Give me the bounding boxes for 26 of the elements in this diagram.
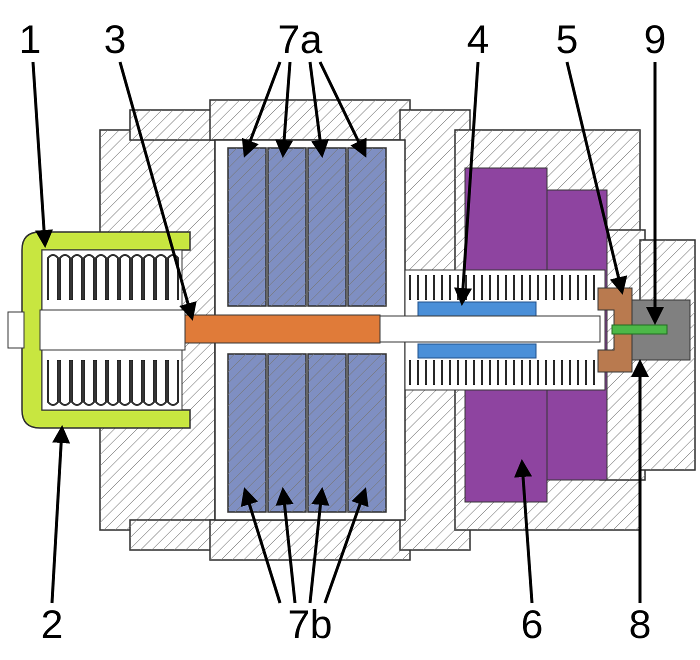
callout-number: 1 (18, 20, 42, 60)
leader-line (566, 62, 628, 295)
leader-line (514, 459, 534, 604)
leader-line (240, 487, 282, 604)
callout-number: 7a (278, 20, 322, 60)
leader-line (275, 62, 294, 158)
leader-line (646, 62, 664, 325)
leader-line (318, 61, 367, 158)
callout-number: 6 (520, 605, 544, 645)
callout-number: 4 (466, 20, 490, 60)
callout-number: 8 (628, 605, 652, 645)
leader-line (308, 62, 329, 158)
leader-line (32, 62, 53, 248)
leader-line (50, 425, 70, 604)
leader-line (308, 487, 330, 604)
leader-line (324, 487, 368, 604)
callout-number: 9 (644, 20, 666, 60)
leader-line (631, 359, 649, 603)
callout-number: 2 (40, 605, 64, 645)
callout-number: 3 (104, 20, 126, 60)
leader-line (276, 487, 296, 604)
callout-number: 7b (288, 605, 332, 645)
callout-number: 5 (556, 20, 578, 60)
leader-line (454, 62, 480, 306)
leader-line (242, 61, 282, 158)
leader-line (118, 62, 197, 321)
